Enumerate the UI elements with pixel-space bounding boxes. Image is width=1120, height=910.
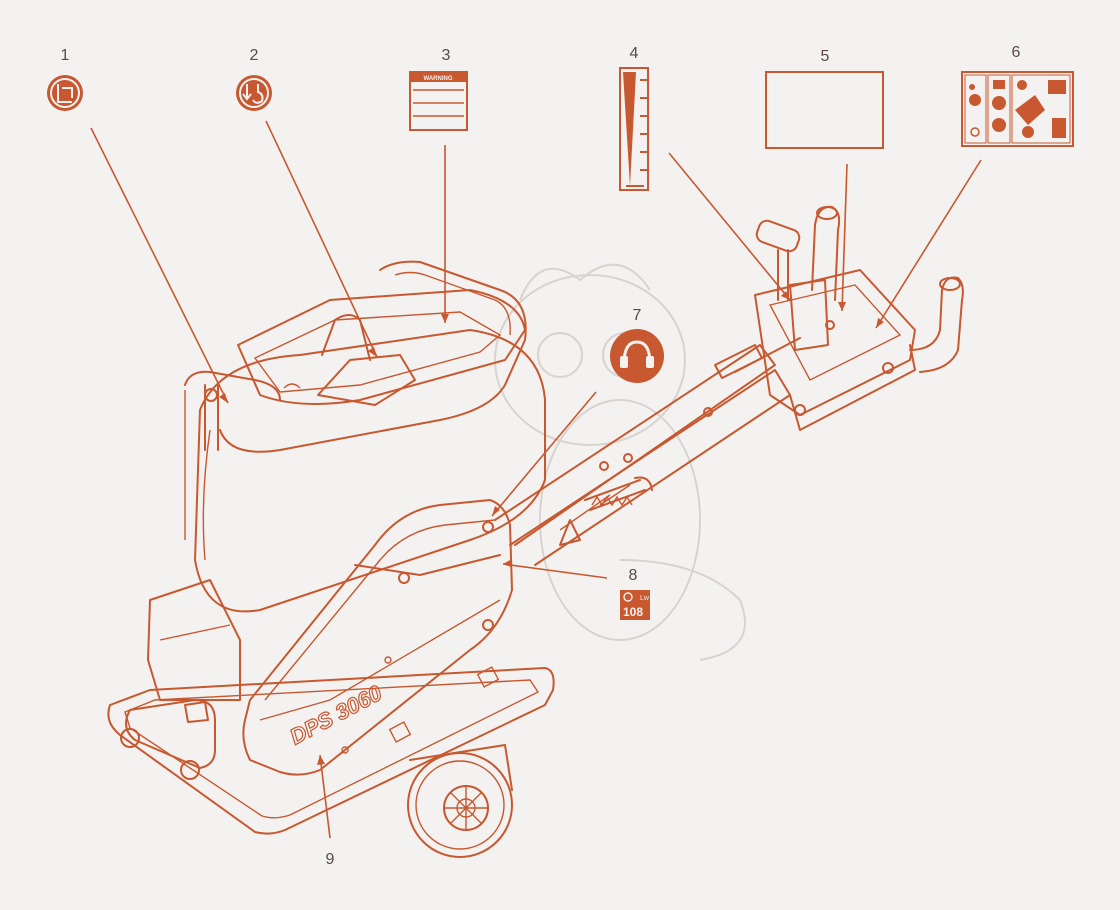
callout-8: 8 (629, 567, 638, 584)
callout-5: 5 (821, 48, 830, 65)
callout-4: 4 (630, 45, 639, 62)
decal-6-safety-instructions-label (961, 71, 1074, 147)
callout-3: 3 (442, 47, 451, 64)
sound-unit-text: Lw (640, 595, 650, 602)
decal-2-lift-point-icon (236, 75, 272, 111)
callout-7: 7 (633, 307, 642, 324)
decal-3-warning-label: WARNING (409, 71, 468, 131)
callout-6: 6 (1012, 44, 1021, 61)
leader-lines (90, 120, 982, 839)
warning-header-text: WARNING (424, 76, 453, 82)
callout-9: 9 (326, 851, 335, 868)
decal-5-blank-label (765, 71, 884, 149)
decal-4-level-gauge-icon (619, 67, 649, 191)
watermark (494, 263, 746, 661)
decal-7-hearing-protection-icon (610, 329, 664, 383)
sound-level-text: 108 (623, 605, 643, 619)
decal-8-sound-power-level-icon: Lw 108 (620, 590, 650, 620)
callout-1: 1 (61, 47, 70, 64)
floor-saw-machine: DPS 3060 (107, 205, 964, 858)
decal-1-manual-read-icon (47, 75, 83, 111)
callout-numbers: 1 2 3 4 5 6 7 8 9 (61, 44, 1021, 868)
callout-2: 2 (250, 47, 259, 64)
